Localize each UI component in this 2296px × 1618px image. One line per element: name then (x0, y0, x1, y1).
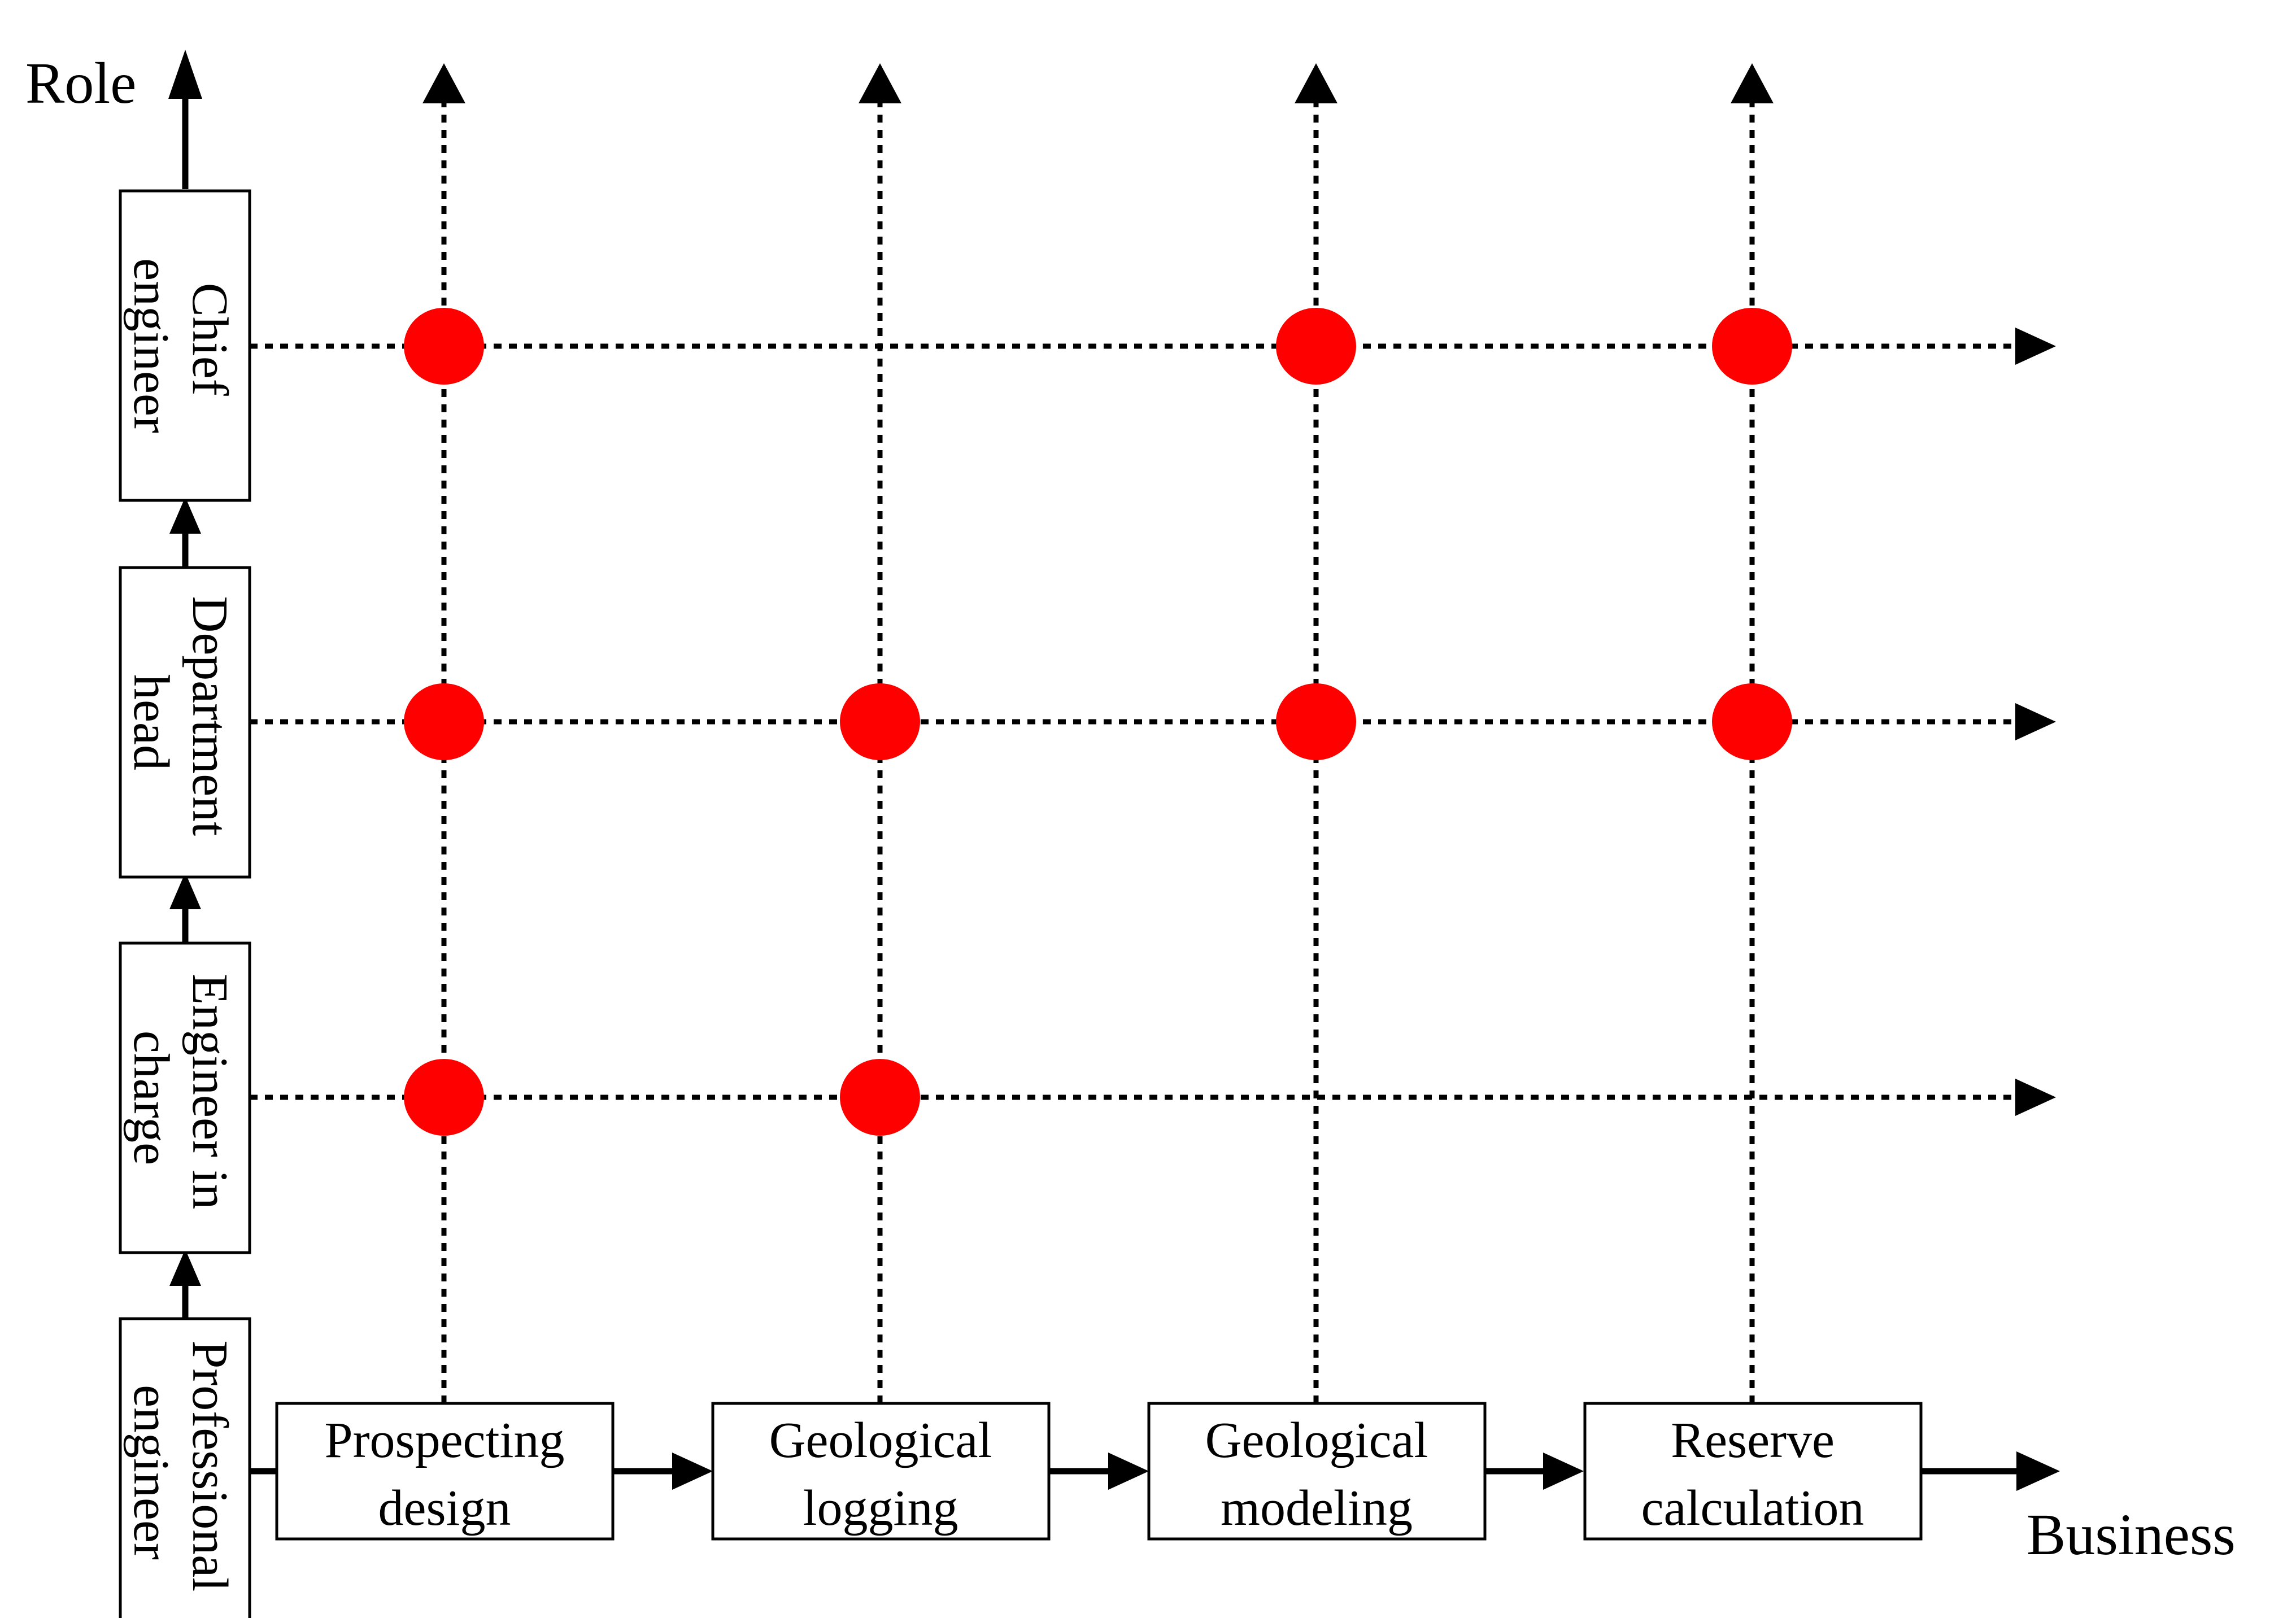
marker-department-head-prospecting-design (404, 683, 484, 760)
role-box-professional-engineer: Professional engineer (119, 1317, 251, 1618)
marker-engineer-in-charge-prospecting-design (404, 1059, 484, 1136)
role-label-line-2: engineer (123, 258, 179, 433)
reserve-calculation-arrowhead (1731, 63, 1774, 103)
role-label-line-1: Chief (182, 283, 238, 396)
role-label-line-2: head (123, 674, 179, 770)
business-label-line-2: modeling (1221, 1480, 1413, 1536)
chief-engineer-arrowhead (2015, 328, 2056, 365)
geological-logging-arrowhead (859, 63, 901, 103)
marker-chief-engineer-prospecting-design (404, 308, 484, 385)
marker-department-head-geological-modeling (1276, 683, 1356, 760)
business-box-geological-logging: Geological logging (711, 1402, 1051, 1541)
business-label-line-1: Prospecting (325, 1412, 565, 1468)
business-label-line-1: Geological (769, 1412, 992, 1468)
department-head-arrowhead (2015, 703, 2056, 740)
svg-text:Professional engineer: Professional engineer (123, 1340, 238, 1604)
business-label-line-2: logging (803, 1480, 958, 1536)
svg-text:Chief engineer: Chief engineer (123, 258, 238, 433)
business-box-geological-modeling: Geological modeling (1147, 1402, 1487, 1541)
svg-text:Department head: Department head (123, 596, 238, 848)
business-label-line-1: Reserve (1671, 1412, 1835, 1468)
role-box-department-head: Department head (119, 566, 251, 879)
role-dotted-lines (250, 328, 2056, 1116)
prospecting-design-arrowhead (422, 63, 465, 103)
business-label-line-1: Geological (1205, 1412, 1428, 1468)
svg-text:Engineer in charge: Engineer in charge (123, 974, 238, 1222)
engineer-in-charge-arrowhead (2015, 1079, 2056, 1116)
role-label-line-1: Engineer in (182, 974, 238, 1209)
permission-markers (404, 308, 1792, 1136)
role-label-line-2: engineer (123, 1385, 179, 1560)
business-box-reserve-calculation: Reserve calculation (1583, 1402, 1923, 1541)
business-label-line-2: design (378, 1480, 511, 1536)
business-label-line-2: calculation (1641, 1480, 1864, 1536)
role-axis-label: Role (25, 51, 136, 116)
role-label-line-1: Department (182, 596, 238, 836)
marker-engineer-in-charge-geological-logging (840, 1059, 920, 1136)
geological-modeling-arrowhead (1295, 63, 1337, 103)
marker-department-head-geological-logging (840, 683, 920, 760)
marker-chief-engineer-geological-modeling (1276, 308, 1356, 385)
role-box-engineer-in-charge: Engineer in charge (119, 941, 251, 1254)
role-label-line-2: charge (123, 1031, 179, 1165)
role-label-line-1: Professional (182, 1340, 238, 1591)
business-dotted-lines (422, 63, 1774, 1403)
business-axis-label: Business (2027, 1502, 2236, 1567)
role-axis (168, 50, 202, 1319)
marker-department-head-reserve-calculation (1712, 683, 1792, 760)
role-box-chief-engineer: Chief engineer (119, 189, 251, 502)
business-box-prospecting-design: Prospecting design (275, 1402, 615, 1541)
business-axis (250, 1451, 2060, 1491)
marker-chief-engineer-reserve-calculation (1712, 308, 1792, 385)
